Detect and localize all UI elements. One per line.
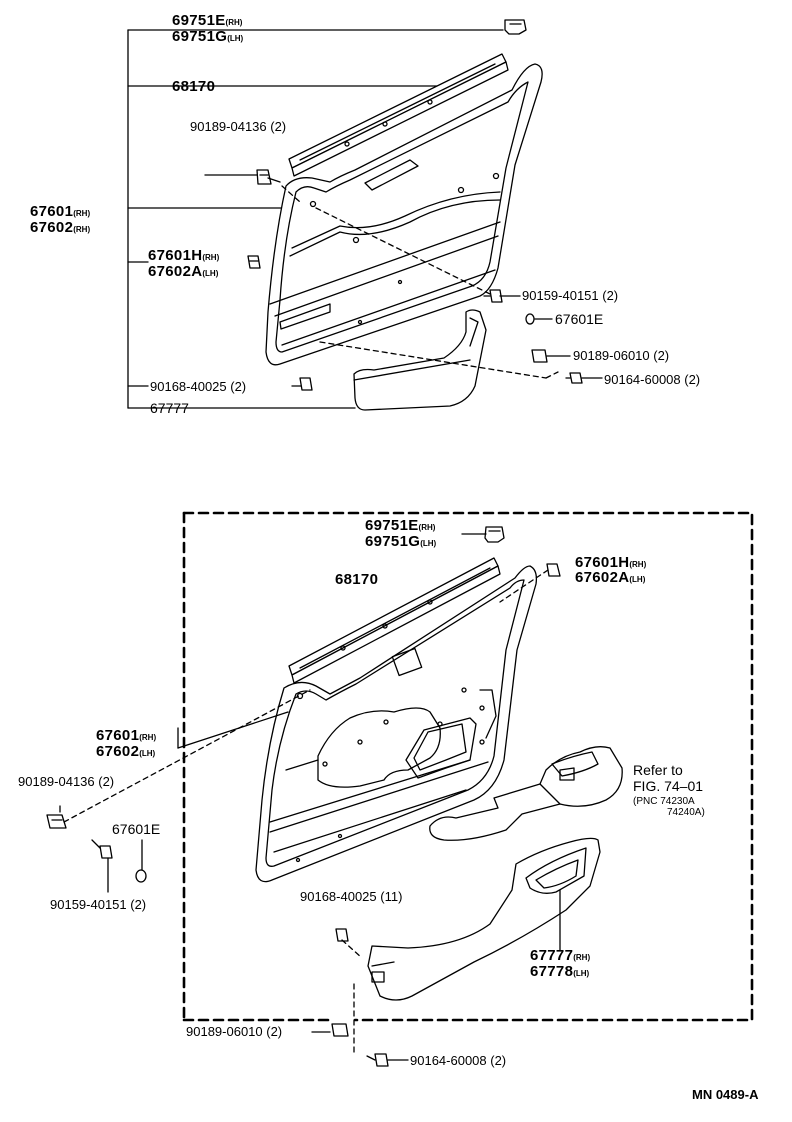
- upper-screw-06010-label: 90189-06010 (2): [573, 348, 670, 363]
- lower-pull-handle: [429, 746, 623, 841]
- lower-screw-06010-label: 90189-06010 (2): [186, 1024, 283, 1039]
- lower-board-rh-label: 67601(RH): [96, 727, 157, 744]
- lower-clip-40025-label: 90168-40025 (11): [300, 889, 403, 904]
- upper-weatherstrip-clip-icon: [504, 19, 527, 35]
- upper-dashed-leaders: [281, 185, 559, 379]
- lower-pocket-lh-label: 67778(LH): [530, 963, 590, 980]
- lower-weatherstrip-lh-label: 69751G(LH): [365, 533, 437, 550]
- pnc-line1-label: (PNC 74230A: [633, 796, 695, 807]
- upper-screw-40151-label: 90159-40151 (2): [522, 288, 619, 303]
- lower-cover-label: 67601E: [112, 821, 161, 837]
- diagram-code: MN 0489-A: [692, 1087, 759, 1102]
- lower-weatherstrip-clip-icon: [484, 526, 505, 543]
- upper-screw-04136-label: 90189-04136 (2): [190, 119, 287, 134]
- lower-screw-06010-icon: [331, 1023, 349, 1037]
- lower-door-pocket: [367, 837, 601, 1001]
- upper-belt-moulding-label: 68170: [172, 78, 216, 95]
- upper-clip-40025-label: 90168-40025 (2): [150, 379, 247, 394]
- lower-belt-moulding: [288, 557, 501, 684]
- upper-board-rh-label: 67601(RH): [30, 203, 91, 220]
- lower-clip-40025-icon: [335, 928, 349, 942]
- lower-screw-40151-label: 90159-40151 (2): [50, 897, 147, 912]
- lower-weatherstrip-rh-label: 69751E(RH): [365, 517, 436, 534]
- lower-screw-60008-label: 90164-60008 (2): [410, 1053, 507, 1068]
- lower-board-lh-label: 67602(LH): [96, 743, 156, 760]
- lower-dashed-leaders: [63, 569, 549, 1057]
- upper-door-pocket: [353, 309, 487, 411]
- lower-screw-04136-label: 90189-04136 (2): [18, 774, 115, 789]
- lower-dashed-frame: [182, 511, 754, 1022]
- upper-screw-60008-label: 90164-60008 (2): [604, 372, 701, 387]
- upper-clip-rh-label: 67601H(RH): [148, 247, 220, 264]
- pnc-line2-label: 74240A): [667, 807, 705, 818]
- upper-cover-label: 67601E: [555, 311, 604, 327]
- upper-screw-06010-icon: [531, 349, 548, 363]
- upper-bracket-lines: [127, 29, 504, 409]
- upper-screw-40151-icon: [483, 289, 503, 303]
- upper-screw-60008-icon: [565, 372, 583, 384]
- lower-clip-lh-label: 67602A(LH): [575, 569, 646, 586]
- lower-belt-moulding-label: 68170: [335, 571, 379, 588]
- upper-clip-40025-icon: [299, 377, 313, 391]
- refer-figure-label: FIG. 74–01: [633, 778, 704, 794]
- upper-weatherstrip-lh-label: 69751G(LH): [172, 28, 244, 45]
- lower-door-trim-board: [255, 565, 538, 883]
- lower-screw-40151-icon: [91, 839, 113, 859]
- refer-to-label: Refer to: [633, 762, 683, 778]
- lower-clip-rh-label: 67601H(RH): [575, 554, 647, 571]
- upper-clip-h-icon: [247, 255, 261, 269]
- lower-screw-60008-icon: [366, 1053, 389, 1067]
- upper-board-lh-label: 67602(RH): [30, 219, 91, 236]
- upper-clip-lh-label: 67602A(LH): [148, 263, 219, 280]
- upper-leaders: [499, 295, 603, 379]
- upper-pocket-label: 67777: [150, 400, 189, 416]
- upper-belt-moulding: [288, 53, 509, 177]
- upper-weatherstrip-rh-label: 69751E(RH): [172, 12, 243, 29]
- lower-pocket-rh-label: 67777(RH): [530, 947, 591, 964]
- lower-leaders: [59, 711, 561, 1061]
- upper-cover-icon: [525, 313, 535, 325]
- lower-cover-icon: [135, 869, 147, 883]
- lower-clip-h-icon: [546, 563, 561, 577]
- upper-door-trim-board: [265, 63, 543, 366]
- upper-clip-left-icon: [256, 169, 281, 185]
- lower-clip-left-icon: [46, 814, 67, 829]
